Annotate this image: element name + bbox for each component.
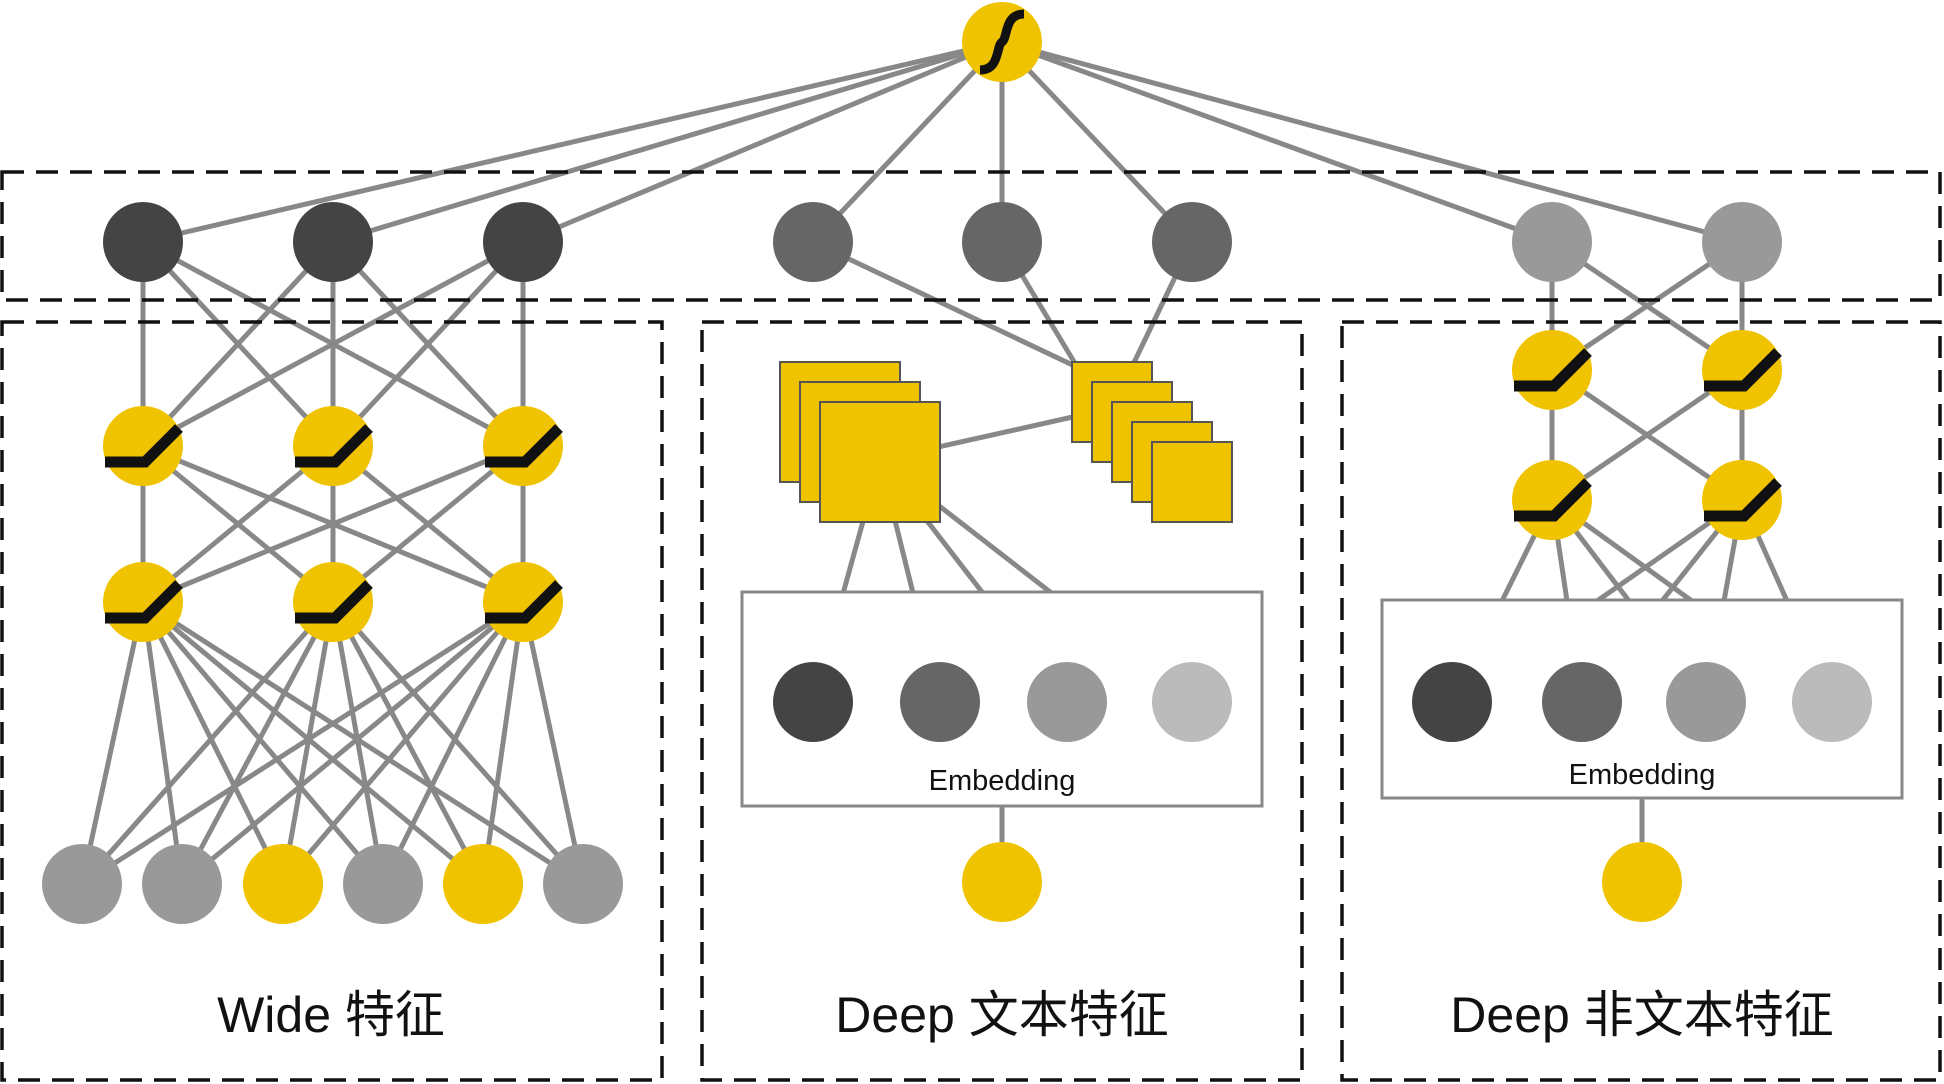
feature-map-squares — [779, 361, 1233, 523]
network-nodes — [42, 2, 1872, 924]
deep-nontext-hidden-node — [1512, 460, 1592, 540]
wide-edge — [330, 443, 526, 605]
deep-nontext-dashed-box — [1340, 320, 1942, 1082]
wide-input-node — [42, 844, 122, 924]
wide-edge — [280, 599, 526, 887]
wide-edge — [140, 443, 336, 605]
wide-input-node — [243, 844, 323, 924]
deep-text-embedding-node — [773, 662, 853, 742]
relu-icon — [105, 580, 183, 624]
deep-text-embedding-node — [1152, 662, 1232, 742]
deep-nontext-top-node — [1512, 202, 1592, 282]
wide-hidden-node — [483, 562, 563, 642]
output-edge — [140, 39, 1005, 245]
deep-nontext-embedding-node — [1666, 662, 1746, 742]
output-edge — [999, 39, 1195, 245]
output-edge — [810, 39, 1005, 245]
deep-text-top-node — [1152, 202, 1232, 282]
connection-edges — [79, 39, 1835, 887]
deep-text-input-node — [962, 842, 1042, 922]
deep-text-top-node — [962, 202, 1042, 282]
wide-dashed-box — [0, 320, 664, 1082]
relu-icon — [485, 424, 563, 468]
deep-nontext-embedding-node — [1542, 662, 1622, 742]
wide-hidden-node — [103, 406, 183, 486]
relu-icon — [1704, 478, 1782, 522]
deep-nontext-embedding-label: Embedding — [1569, 759, 1716, 791]
wide-input-node — [543, 844, 623, 924]
wide-edge — [140, 599, 586, 887]
wide-top-node — [103, 202, 183, 282]
wide-edge — [179, 599, 336, 887]
wide-edge — [140, 599, 286, 887]
wide-edge — [179, 599, 526, 887]
output-edge — [999, 39, 1745, 245]
wide-edge — [330, 599, 386, 887]
deep-text-embedding-node — [1027, 662, 1107, 742]
wide-edge — [280, 599, 336, 887]
wide-edge — [79, 599, 526, 887]
wide-hidden-node — [293, 562, 373, 642]
deep-text-edge — [810, 239, 1103, 381]
deep-nontext-embedding-node — [1792, 662, 1872, 742]
wide-edge — [140, 599, 486, 887]
deep-nontext-input-node — [1602, 842, 1682, 922]
wide-hidden-node — [103, 562, 183, 642]
deep-nontext-top-node — [1702, 202, 1782, 282]
wide-edge — [140, 239, 526, 449]
wide-edge — [140, 239, 336, 449]
top-layer-dashed-box — [0, 170, 1942, 302]
output-edge — [330, 39, 1005, 245]
deep-text-top-node — [773, 202, 853, 282]
deep-nontext-embedding-node — [1412, 662, 1492, 742]
deep-text-panel-title: Deep 文本特征 — [835, 987, 1168, 1043]
relu-icon — [295, 580, 373, 624]
relu-icon — [1704, 348, 1782, 392]
wide-input-node — [443, 844, 523, 924]
wide-hidden-node — [483, 406, 563, 486]
wide-edge — [79, 599, 146, 887]
sigmoid-icon — [979, 9, 1025, 75]
wide-edge — [140, 443, 526, 605]
relu-icon — [1514, 478, 1592, 522]
wide-input-node — [343, 844, 423, 924]
deep-nontext-panel-title: Deep 非文本特征 — [1450, 987, 1833, 1043]
feature-map-square — [819, 401, 941, 523]
feature-map-small-square — [1151, 441, 1233, 523]
wide-top-node — [293, 202, 373, 282]
deep-nontext-hidden-node — [1702, 330, 1782, 410]
relu-icon — [485, 580, 563, 624]
wide-panel-title: Wide 特征 — [217, 987, 445, 1043]
deep-nontext-hidden-node — [1512, 330, 1592, 410]
output-edge — [520, 39, 1005, 245]
relu-icon — [295, 424, 373, 468]
wide-input-node — [142, 844, 222, 924]
wide-edge — [520, 599, 586, 887]
wide-edge — [79, 599, 336, 887]
wide-top-node — [483, 202, 563, 282]
wide-edge — [330, 239, 526, 449]
wide-edge — [380, 599, 526, 887]
deep-text-embedding-label: Embedding — [929, 765, 1076, 797]
output-edge — [999, 39, 1555, 245]
wide-edge — [140, 599, 386, 887]
relu-icon — [1514, 348, 1592, 392]
deep-text-embedding-node — [900, 662, 980, 742]
wide-edge — [330, 599, 486, 887]
deep-nontext-hidden-node — [1702, 460, 1782, 540]
wide-edge — [480, 599, 526, 887]
wide-edge — [140, 599, 185, 887]
wide-edge — [330, 599, 586, 887]
wide-hidden-node — [293, 406, 373, 486]
relu-icon — [105, 424, 183, 468]
